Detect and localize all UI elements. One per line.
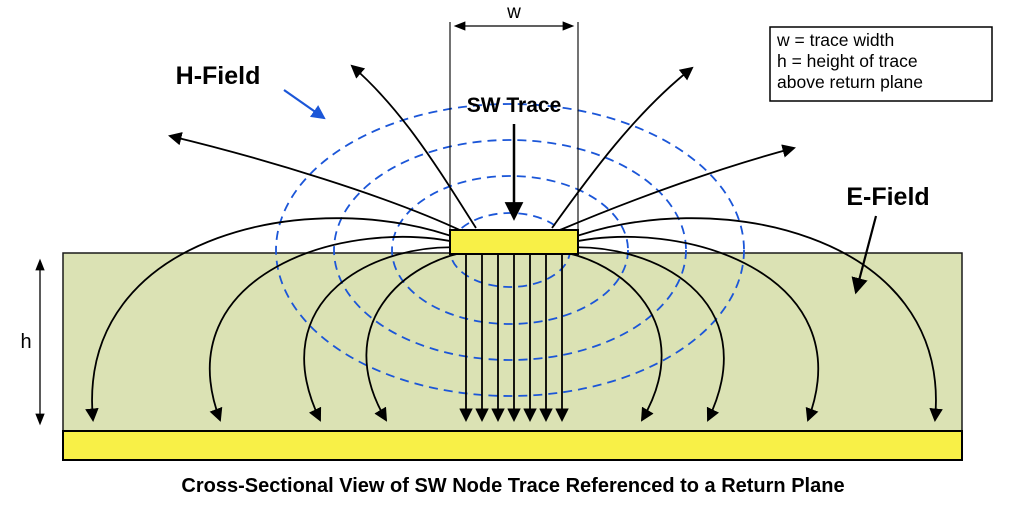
e-field-fringe <box>168 132 465 233</box>
h-dimension-label: h <box>20 331 31 353</box>
e-field-fringe <box>551 66 694 229</box>
h-field-loop <box>333 139 687 361</box>
e-field-arc <box>303 246 469 422</box>
w-dimension-label: w <box>506 2 521 23</box>
caption: Cross-Sectional View of SW Node Trace Re… <box>181 475 844 497</box>
e-field-label: E-Field <box>846 183 929 211</box>
legend-line-2: h = height of trace <box>777 51 918 71</box>
e-field-arc <box>565 217 943 423</box>
h-dimension: h <box>20 258 45 426</box>
e-field-fringe <box>350 64 477 229</box>
e-field-callout: E-Field <box>846 183 930 295</box>
e-field-pointer-arrow <box>851 215 878 295</box>
legend-box <box>769 26 993 102</box>
h-field-callout: H-Field <box>176 62 326 120</box>
h-field-loop <box>275 103 745 397</box>
return-plane <box>62 430 963 461</box>
legend-line-1: w = trace width <box>776 30 894 50</box>
legend-line-3: above return plane <box>777 72 923 92</box>
h-field-loop <box>391 175 629 325</box>
sw-trace-callout: SW Trace <box>467 94 562 221</box>
e-field-arc <box>85 217 463 423</box>
h-field-pointer-arrow <box>283 89 326 120</box>
w-dimension: w <box>449 2 579 229</box>
e-field-lines <box>85 64 943 423</box>
sw-trace <box>449 229 579 255</box>
e-field-arc <box>365 250 473 422</box>
substrate <box>62 252 963 432</box>
h-field-loops <box>275 103 745 397</box>
e-field-arc <box>563 236 820 422</box>
e-field-arc <box>555 250 663 422</box>
legend: w = trace width h = height of trace abov… <box>769 26 993 102</box>
sw-trace-label: SW Trace <box>467 94 562 117</box>
e-field-arc <box>208 236 465 422</box>
h-field-label: H-Field <box>176 62 261 90</box>
e-field-fringe <box>559 144 796 231</box>
e-field-arc <box>559 246 725 422</box>
